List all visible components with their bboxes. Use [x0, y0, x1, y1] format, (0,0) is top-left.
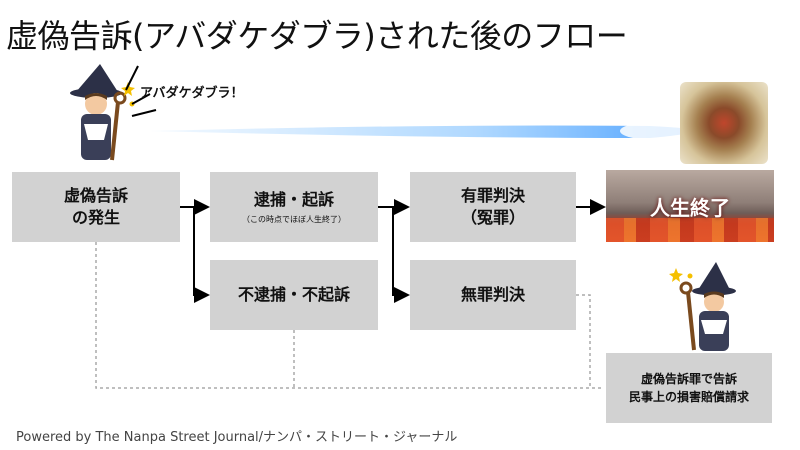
node-false-accusation: 虚偽告訴 の発生: [12, 172, 180, 242]
node-life-over: 人生終了: [606, 170, 774, 242]
node-arrest-indictment: 逮捕・起訴 （この時点でほぼ人生終了）: [210, 172, 378, 242]
node-no-arrest: 不逮捕・不起訴: [210, 260, 378, 330]
node-label: 虚偽告訴罪で告訴 民事上の損害賠償請求: [628, 372, 749, 404]
wizard-illustration: [70, 64, 135, 161]
lava-decoration: [606, 218, 774, 242]
node-label: 人生終了: [650, 196, 730, 220]
node-label: 有罪判決 （冤罪）: [460, 186, 525, 227]
explosion-image: [680, 82, 768, 164]
node-not-guilty-verdict: 無罪判決: [410, 260, 576, 330]
node-label: 無罪判決: [460, 285, 525, 304]
node-label: 虚偽告訴 の発生: [63, 186, 128, 227]
magic-beam: [150, 122, 691, 140]
wizard-illustration: [669, 262, 736, 351]
footer-credit: Powered by The Nanpa Street Journal/ナンパ・…: [16, 430, 458, 445]
speech-text: アバダケダブラ！: [140, 86, 244, 101]
node-label: 不逮捕・不起訴: [237, 285, 350, 304]
page-title: 虚偽告訴(アバダケダブラ)された後のフロー: [6, 17, 628, 55]
node-counter-action: 虚偽告訴罪で告訴 民事上の損害賠償請求: [606, 353, 772, 423]
node-label: 逮捕・起訴: [253, 190, 334, 209]
node-note: （この時点でほぼ人生終了）: [242, 215, 346, 224]
node-guilty-verdict: 有罪判決 （冤罪）: [410, 172, 576, 242]
